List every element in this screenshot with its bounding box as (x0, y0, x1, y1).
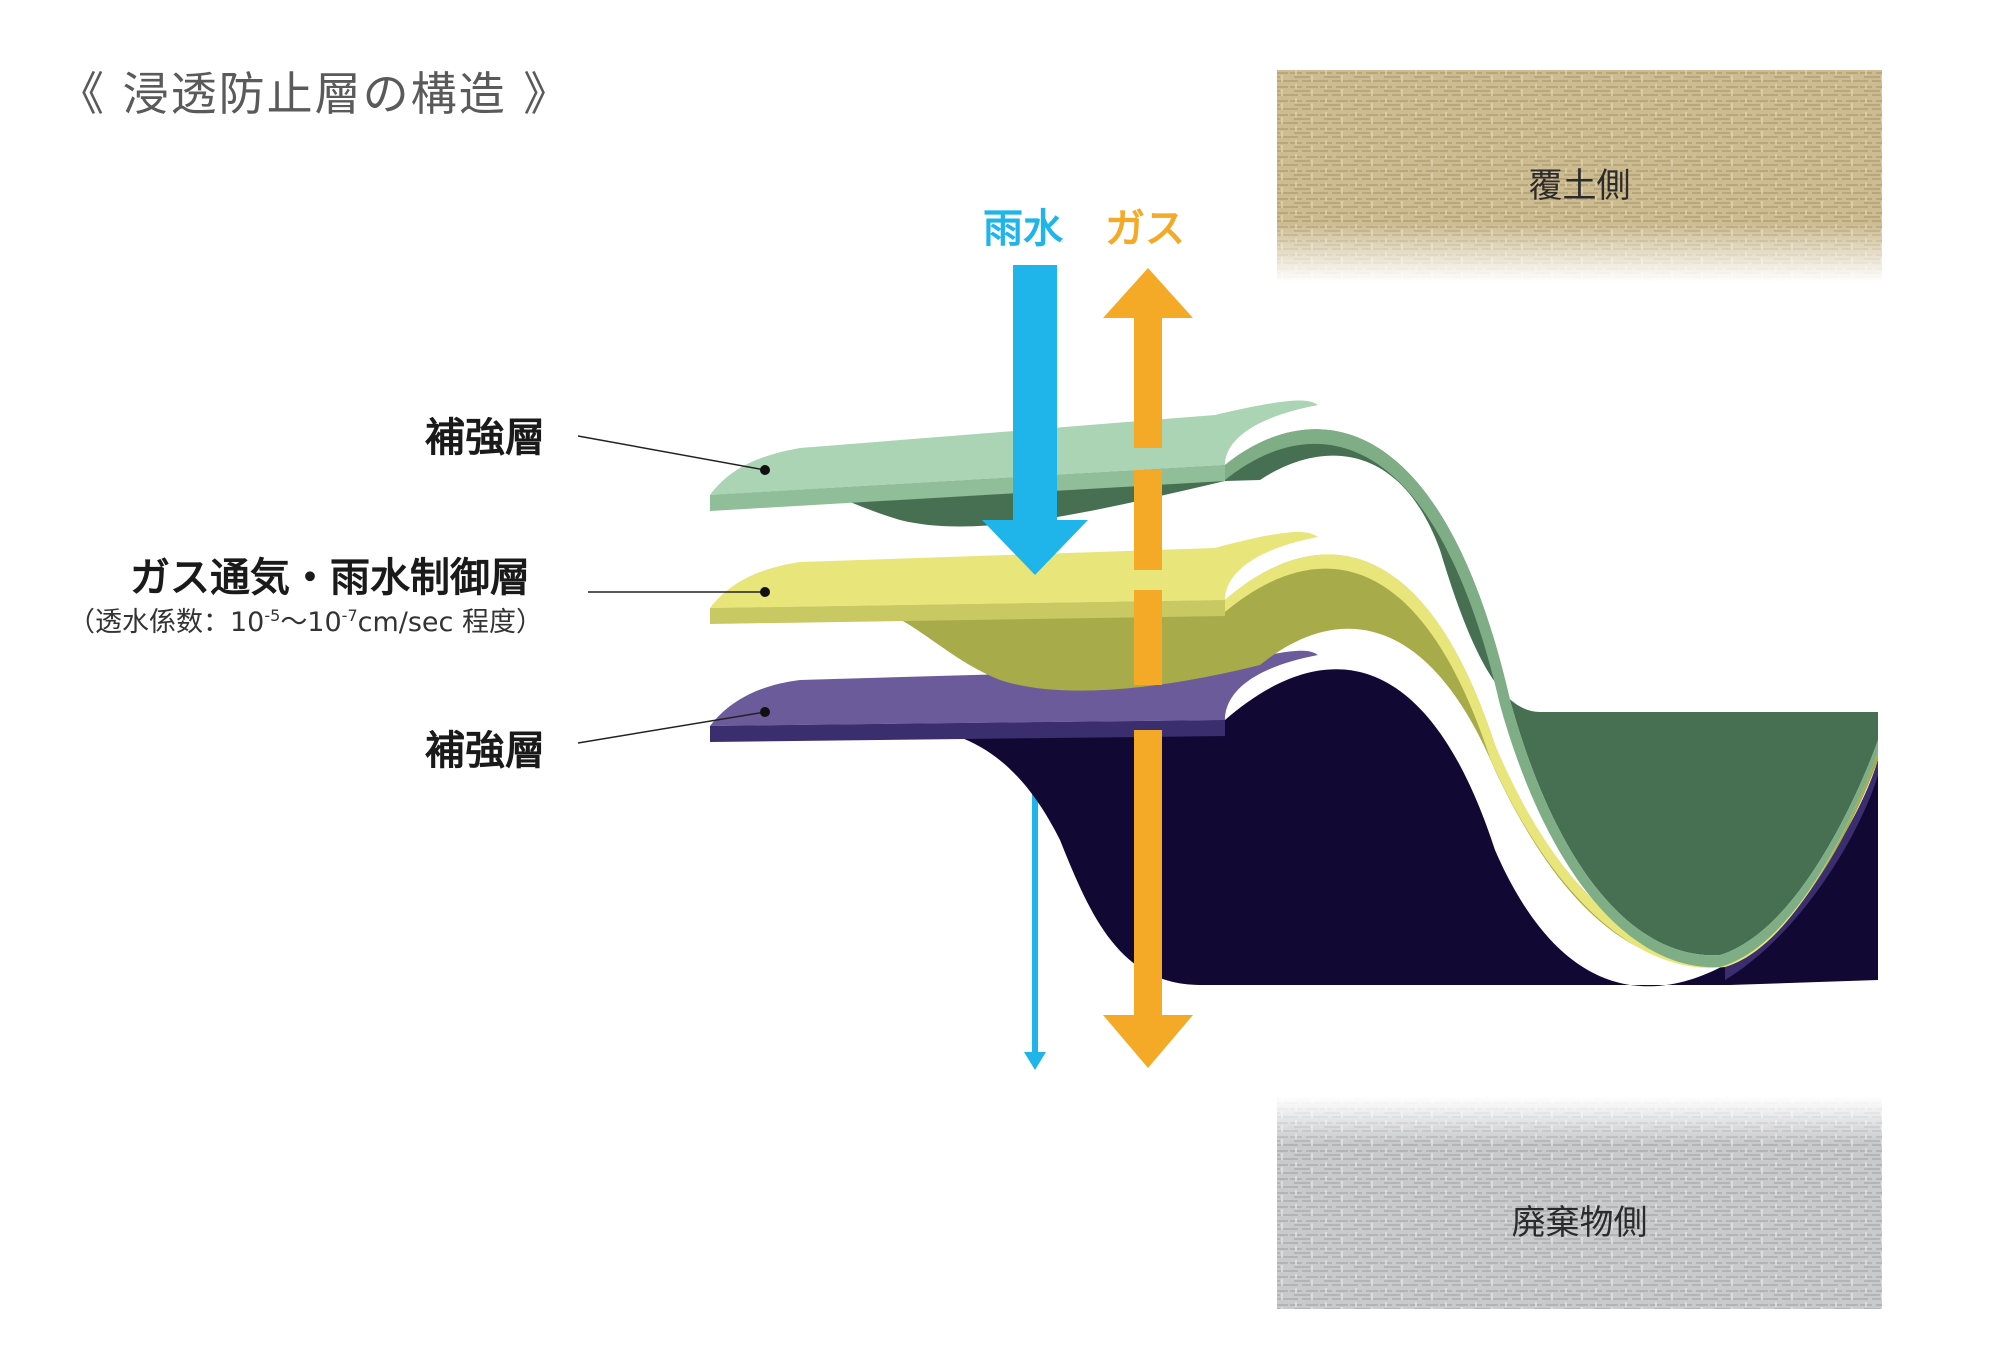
permeability-prefix: （透水係数：10 (68, 607, 265, 638)
leader-lines (577, 435, 770, 744)
permeability-note: （透水係数：10-5～10-7cm/sec 程度） (68, 600, 543, 639)
soil-side-panel (1277, 70, 1882, 282)
permeability-mid: ～10 (280, 607, 342, 638)
rain-arrow (982, 265, 1088, 575)
control-layer-label: ガス通気・雨水制御層 (130, 555, 530, 601)
permeability-suffix: cm/sec 程度） (357, 607, 543, 638)
permeability-exp1: -5 (264, 606, 281, 625)
waste-side-panel (1277, 1097, 1882, 1309)
waste-side-area: 廃棄物側 (1277, 1097, 1882, 1309)
diagram-title: 《 浸透防止層の構造 》 (58, 67, 572, 121)
reinforcement-layer-bottom-label: 補強層 (425, 728, 545, 774)
gas-label: ガス (1105, 206, 1185, 252)
waste-side-label: 廃棄物側 (1511, 1203, 1648, 1243)
gas-rain-control-layer (710, 531, 1878, 968)
reinforcement-layer-top-label: 補強層 (425, 415, 545, 461)
soil-side-label: 覆土側 (1528, 166, 1631, 206)
gas-arrow (1103, 268, 1193, 1068)
rain-label: 雨水 (983, 206, 1063, 252)
permeability-exp2: -7 (341, 606, 358, 625)
soil-side-area: 覆土側 (1277, 70, 1882, 282)
